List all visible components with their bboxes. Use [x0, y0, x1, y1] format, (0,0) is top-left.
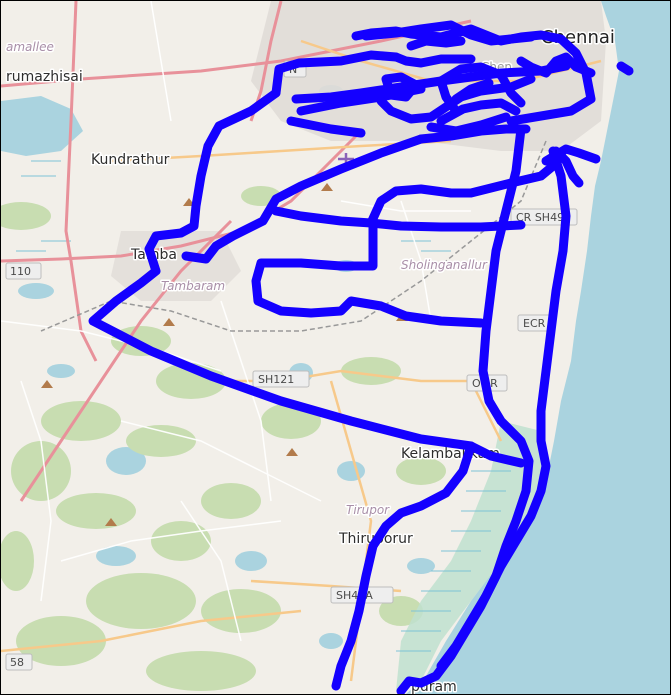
shield-110: 110: [5, 262, 42, 280]
lake-5: [337, 461, 365, 481]
label-sholinganallur: Sholinganallur: [401, 258, 488, 272]
lake-9: [319, 633, 343, 649]
lake-8: [407, 558, 435, 574]
lake-4: [106, 447, 146, 475]
shield-ecr: ECR: [517, 314, 553, 332]
peak-icon: [41, 183, 408, 526]
lake-7: [235, 551, 267, 571]
gps-route: [88, 20, 634, 694]
svg-text:ECR: ECR: [523, 317, 546, 330]
shield-sh49: CR SH49: [510, 208, 578, 226]
sea: [406, 1, 670, 694]
svg-text:SH49A: SH49A: [336, 589, 373, 602]
major-roads: [1, 1, 472, 502]
svg-text:110: 110: [10, 265, 31, 278]
wetland-hatch: [16, 160, 511, 652]
shield-sh121: SH121: [252, 370, 310, 388]
label-tirumazhisai: rumazhisai: [6, 69, 83, 85]
label-tambaram-italic: Tambaram: [161, 279, 225, 293]
label-thiruporur-italic: Tirupor: [346, 503, 390, 517]
coastal-wetland: [396, 421, 549, 691]
lake-6: [96, 546, 136, 566]
svg-text:58: 58: [10, 656, 24, 669]
svg-text:CR SH49: CR SH49: [516, 211, 564, 224]
lake-west: [1, 96, 83, 156]
svg-text:N: N: [289, 63, 297, 76]
shield-58: 58: [5, 653, 33, 671]
green-areas: [1, 186, 446, 691]
lake-10: [47, 364, 75, 378]
svg-text:SH121: SH121: [258, 373, 294, 386]
lake-1: [18, 283, 54, 299]
label-poonamallee: amallee: [6, 40, 54, 54]
label-kundrathur: Kundrathur: [91, 152, 170, 168]
railway: [40, 140, 547, 332]
